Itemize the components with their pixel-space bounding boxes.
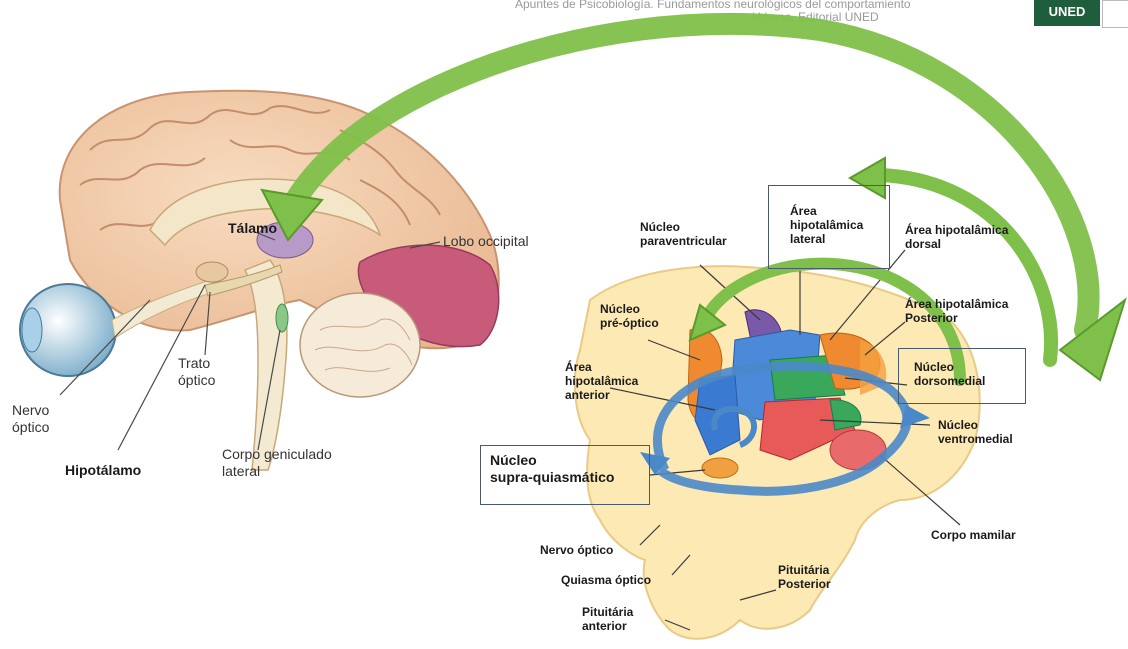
- label-nervo-optico-right: Nervo óptico: [540, 543, 613, 557]
- label-pituitaria-posterior: Pituitária Posterior: [778, 563, 831, 591]
- label-hipotalamo: Hipotálamo: [65, 462, 141, 479]
- label-corpo-mamilar: Corpo mamilar: [931, 528, 1016, 542]
- label-corpo-geniculado: Corpo geniculado lateral: [222, 446, 332, 479]
- label-area-anterior: Área hipotalâmica anterior: [565, 360, 638, 402]
- hypothalamus: [196, 262, 228, 282]
- label-trato-optico: Trato óptico: [178, 355, 215, 388]
- label-dorsomedial: Núcleo dorsomedial: [914, 360, 985, 388]
- label-area-lateral: Área hipotalâmica lateral: [790, 204, 863, 246]
- geniculate-body: [276, 304, 288, 332]
- label-lobo-occipital: Lobo occipital: [443, 233, 529, 250]
- label-pituitaria-anterior: Pituitária anterior: [582, 605, 633, 633]
- label-quiasma-optico: Quiasma óptico: [561, 573, 651, 587]
- label-area-dorsal: Área hipotalâmica dorsal: [905, 223, 1008, 251]
- label-pre-optico: Núcleo pré-óptico: [600, 302, 659, 330]
- eye-lens: [22, 308, 42, 352]
- cerebellum: [300, 293, 420, 397]
- label-talamo: Tálamo: [228, 220, 277, 237]
- label-paraventricular: Núcleo paraventricular: [640, 220, 727, 248]
- label-ventromedial: Núcleo ventromedial: [938, 418, 1013, 446]
- suprachiasmatic-nucleus: [702, 458, 738, 478]
- sagittal-brain-illustration: [20, 91, 499, 470]
- label-nervo-optico-left: Nervo óptico: [12, 402, 49, 435]
- label-supra-quiasmatico: Núcleo supra-quiasmático: [490, 452, 614, 485]
- label-area-posterior: Área hipotalâmica Posterior: [905, 297, 1008, 325]
